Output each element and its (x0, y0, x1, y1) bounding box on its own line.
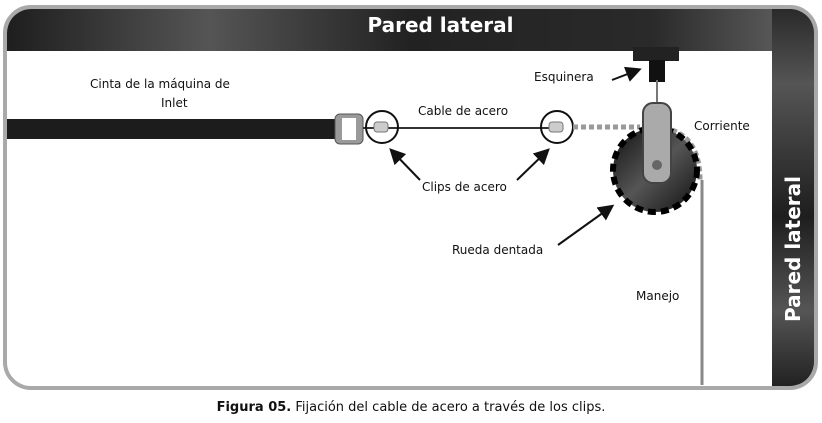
top-wall: Pared lateral (7, 9, 814, 51)
label-corner: Esquinera (534, 70, 594, 84)
arrow-sprocket (557, 204, 615, 246)
machine-strap (7, 119, 337, 139)
side-wall: Pared lateral (772, 9, 814, 386)
label-machine-strap-line2: Inlet (161, 96, 188, 110)
label-handle: Manejo (636, 289, 680, 303)
top-wall-label: Pared lateral (367, 13, 514, 37)
label-steel-cable: Cable de acero (418, 104, 509, 118)
caption-text: Fijación del cable de acero a través de … (291, 400, 606, 415)
arrow-clip-left (389, 148, 421, 181)
sprocket-bracket (642, 102, 672, 184)
arrow-clip-right (516, 148, 550, 181)
label-steel-clips: Clips de acero (422, 180, 507, 194)
label-machine-strap: Cinta de la máquina de (90, 77, 230, 91)
corner-mount (633, 47, 679, 61)
label-sprocket: Rueda dentada (452, 243, 544, 257)
arrow-corner (611, 66, 642, 82)
figure-number: Figura 05. (216, 400, 292, 415)
figure-caption: Figura 05. Fijación del cable de acero a… (0, 400, 822, 415)
steel-clip-left (365, 110, 399, 144)
label-chain: Corriente (694, 119, 750, 133)
